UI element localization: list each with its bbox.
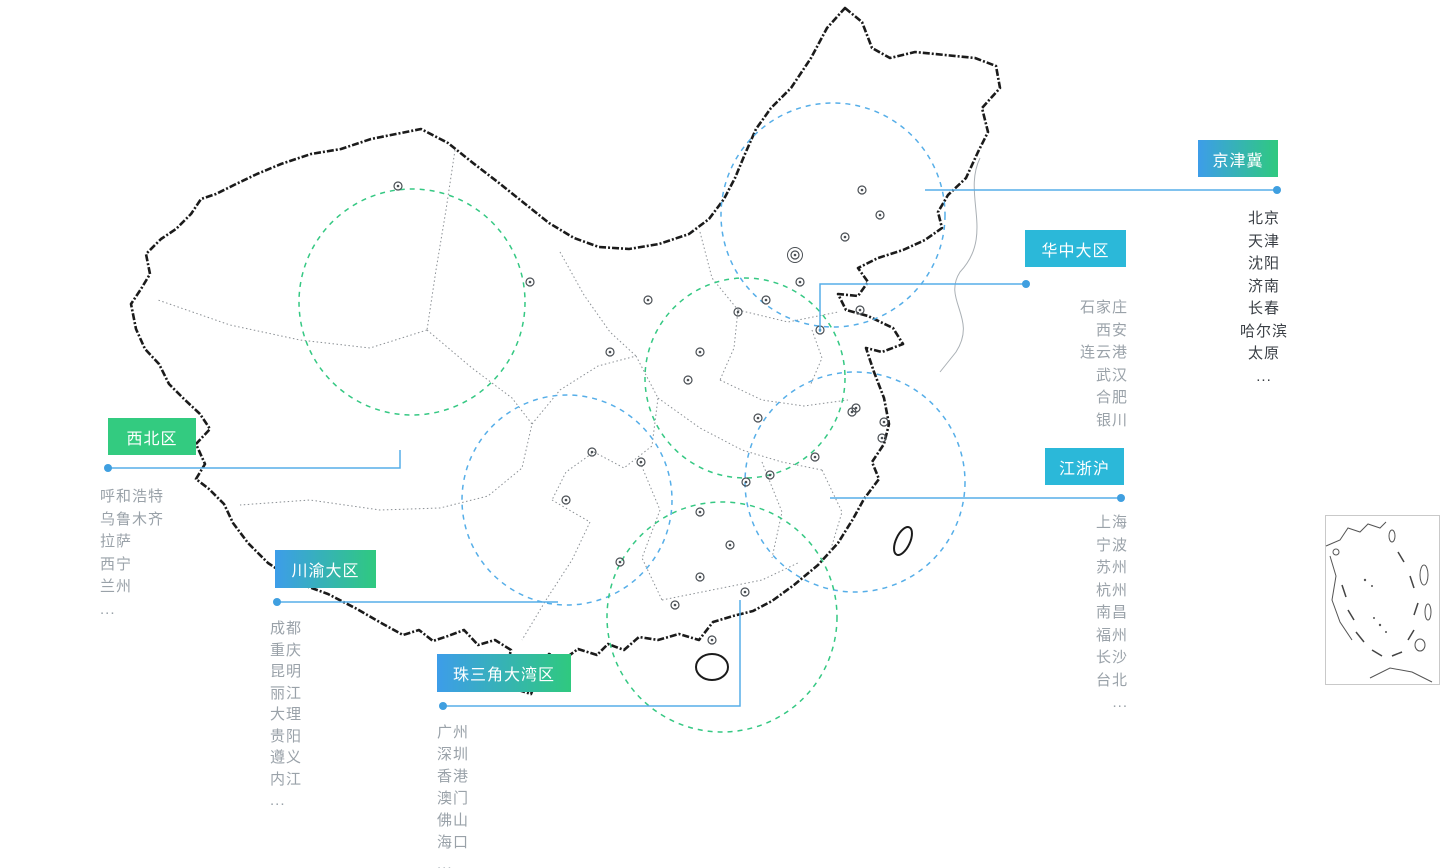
city-label: 苏州	[1095, 559, 1128, 576]
city-label: ...	[1112, 694, 1128, 711]
city-label: 重庆	[270, 641, 303, 659]
coverage-circle-zhusanjiao	[606, 501, 838, 733]
city-label: 南昌	[1095, 604, 1128, 621]
city-label: 西宁	[100, 555, 133, 573]
region-label-jingjinji[interactable]: 京津冀	[1198, 140, 1278, 177]
region-label-chuanyu[interactable]: 川渝大区	[275, 550, 376, 588]
hainan-island	[695, 653, 729, 681]
city-label: 太原	[1247, 345, 1280, 362]
city-label: 福州	[1095, 626, 1128, 644]
city-list-chuanyu: 成都重庆昆明丽江大理贵阳遵义内江...	[270, 618, 380, 812]
city-label: 海口	[437, 834, 470, 851]
coverage-circle-huazhong	[644, 277, 846, 479]
city-label: 天津	[1247, 232, 1280, 250]
city-label: 哈尔滨	[1239, 322, 1288, 340]
city-label: 贵阳	[270, 727, 303, 745]
city-label: 呼和浩特	[100, 488, 165, 505]
coverage-circle-jiangzhehu	[744, 371, 966, 593]
connector-zhusanjiao	[443, 600, 741, 707]
city-label: 香港	[437, 768, 470, 785]
city-label: 长春	[1247, 300, 1280, 317]
city-list-huazhong: 石家庄西安连云港武汉合肥银川	[1026, 297, 1128, 432]
city-label: 遵义	[270, 749, 303, 766]
beijing-marker-ring	[787, 247, 803, 263]
coverage-circle-jingjinji	[720, 102, 946, 328]
city-label: 拉萨	[100, 533, 133, 550]
city-label: 连云港	[1079, 344, 1128, 361]
region-label-zhusanjiao[interactable]: 珠三角大湾区	[437, 654, 571, 692]
city-label: 济南	[1247, 277, 1280, 295]
city-label: 杭州	[1095, 581, 1128, 599]
coverage-circle-xibei	[298, 188, 526, 416]
city-label: 上海	[1095, 514, 1128, 531]
south-china-sea-inset	[1325, 515, 1440, 685]
city-label: 武汉	[1095, 366, 1128, 384]
city-label: ...	[270, 792, 286, 809]
city-label: 成都	[270, 620, 303, 637]
city-label: ...	[437, 856, 453, 868]
city-label: 合肥	[1095, 389, 1128, 406]
city-label: 西安	[1095, 321, 1128, 339]
city-label: 大理	[270, 706, 303, 723]
region-label-jiangzhehu[interactable]: 江浙沪	[1045, 448, 1124, 485]
city-label: 佛山	[437, 812, 470, 829]
taiwan-island	[893, 526, 913, 556]
city-label: 宁波	[1095, 536, 1128, 554]
coverage-circles	[298, 102, 966, 733]
connector-huazhong	[819, 283, 1026, 332]
city-label: 长沙	[1095, 649, 1128, 666]
city-list-jingjinji: 北京天津沈阳济南长春哈尔滨太原...	[1212, 208, 1316, 388]
china-outline	[129, 6, 1002, 696]
label-connectors	[108, 189, 1277, 707]
province-borders	[157, 149, 849, 641]
northeast-river	[939, 157, 981, 373]
city-label: 深圳	[437, 746, 470, 763]
connector-dots	[104, 186, 1281, 710]
city-label: 银川	[1095, 411, 1128, 429]
region-label-xibei[interactable]: 西北区	[108, 418, 196, 455]
region-label-huazhong[interactable]: 华中大区	[1025, 230, 1126, 267]
city-label: 北京	[1247, 210, 1280, 227]
city-label: ...	[1256, 367, 1272, 385]
inset-islands	[1363, 578, 1387, 633]
city-list-jiangzhehu: 上海宁波苏州杭州南昌福州长沙台北...	[1026, 512, 1128, 715]
city-label: 兰州	[100, 578, 133, 595]
city-list-zhusanjiao: 广州深圳香港澳门佛山海口...	[437, 722, 547, 868]
city-label: 台北	[1095, 671, 1128, 689]
coverage-circle-chuanyu	[461, 394, 673, 606]
city-label: 丽江	[270, 684, 303, 702]
connector-xibei	[108, 450, 401, 469]
city-label: 乌鲁木齐	[100, 510, 165, 528]
city-label: 广州	[437, 724, 470, 741]
city-label: 澳门	[437, 790, 470, 807]
city-markers	[393, 181, 889, 645]
city-label: 内江	[270, 770, 303, 788]
city-label: ...	[100, 600, 116, 618]
city-label: 昆明	[270, 663, 303, 680]
city-list-xibei: 呼和浩特乌鲁木齐拉萨西宁兰州...	[100, 486, 230, 621]
city-label: 沈阳	[1247, 255, 1280, 272]
city-label: 石家庄	[1079, 299, 1128, 316]
nine-dash-line	[1341, 551, 1419, 657]
